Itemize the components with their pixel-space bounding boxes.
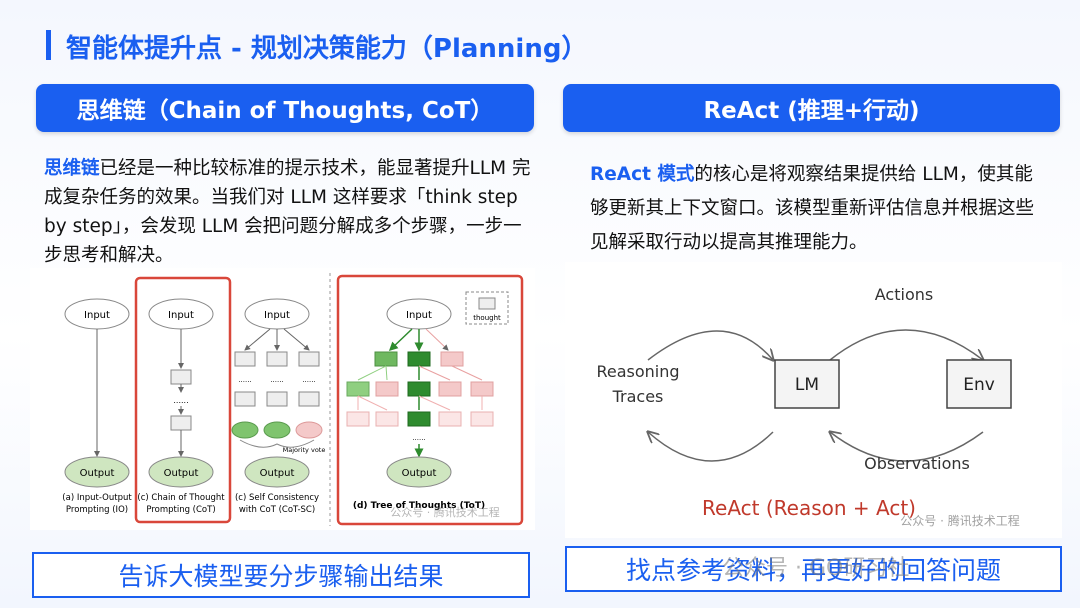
tot-l3-b xyxy=(375,411,399,427)
react-caption: ReAct (Reason + Act) xyxy=(702,496,916,520)
tot-l2-b xyxy=(375,381,399,397)
tot-arrow-1 xyxy=(388,328,413,352)
cot-footer-box: 告诉大模型要分步骤输出结果 xyxy=(32,552,530,598)
page-title: 智能体提升点 - 规划决策能力（Planning） xyxy=(66,34,588,64)
sc-thought-c1 xyxy=(298,351,320,367)
sc-answer-c xyxy=(295,421,323,439)
tot-arrow-8 xyxy=(451,365,483,381)
react-description: ReAct 模式的核心是将观察结果提供给 LLM，使其能够更新其上下文窗口。该模… xyxy=(590,158,1050,260)
sc-dots-a: ...... xyxy=(238,376,251,384)
cot-desc-text: 已经是一种比较标准的提示技术，能显著提升LLM 完成复杂任务的效果。当我们对 L… xyxy=(44,158,531,266)
cot-red-frame xyxy=(134,276,232,524)
tot-input-label: Input xyxy=(406,310,432,321)
sc-thought-a2 xyxy=(234,391,256,407)
cot-highlight: 思维链 xyxy=(44,158,100,179)
react-traces-label: Traces xyxy=(612,387,664,406)
cot-figure-watermark: 公众号 · 腾讯技术工程 xyxy=(390,505,500,519)
sc-output-node xyxy=(244,456,310,488)
cot-caption-1: (c) Chain of Thought xyxy=(137,493,225,503)
react-action-arc xyxy=(829,329,983,360)
sc-arrow-l xyxy=(244,328,271,351)
tot-legend-box xyxy=(465,291,509,325)
tot-l1-b xyxy=(407,351,431,367)
sc-output-label: Output xyxy=(260,468,295,479)
react-lm-label: LM xyxy=(795,375,819,395)
io-caption-1: (a) Input-Output xyxy=(62,493,132,503)
tot-l2-d xyxy=(438,381,462,397)
react-env-label: Env xyxy=(963,375,995,395)
react-lm-box xyxy=(774,359,840,409)
tot-output-label: Output xyxy=(402,468,437,479)
sc-dots-b: ...... xyxy=(270,376,283,384)
tot-legend-label: thought xyxy=(473,314,501,322)
cot-output-label: Output xyxy=(164,468,199,479)
cot-description: 思维链已经是一种比较标准的提示技术，能显著提升LLM 完成复杂任务的效果。当我们… xyxy=(44,154,532,270)
cot-thought-1 xyxy=(170,369,192,385)
tot-caption: (d) Tree of Thoughts (ToT) xyxy=(353,501,485,511)
tot-l3-e xyxy=(470,411,494,427)
sc-arrow-r xyxy=(283,328,310,351)
sc-caption-1: (c) Self Consistency xyxy=(235,493,319,503)
sc-thought-a1 xyxy=(234,351,256,367)
tot-arrow-10 xyxy=(357,395,388,411)
tot-l3-d xyxy=(438,411,462,427)
react-reasoning-label: Reasoning xyxy=(596,362,679,381)
tot-arrow-5 xyxy=(385,365,388,381)
footer-watermark: 公众号 · GO研习社 xyxy=(722,556,910,581)
react-highlight: ReAct 模式 xyxy=(590,164,695,185)
react-header: ReAct (推理+行动) xyxy=(563,84,1060,132)
tot-l1-a xyxy=(374,351,398,367)
io-output-node xyxy=(64,456,130,488)
cot-input-label: Input xyxy=(168,310,194,321)
cot-header: 思维链（Chain of Thoughts, CoT） xyxy=(36,84,534,132)
tot-arrow-12 xyxy=(418,395,451,411)
tot-red-frame xyxy=(336,274,524,526)
cot-output-node xyxy=(148,456,214,488)
tot-l3-a xyxy=(346,411,370,427)
react-observation-arc xyxy=(830,432,984,462)
cot-thought-2 xyxy=(170,415,192,431)
tot-l1-c xyxy=(440,351,464,367)
tot-arrow-4 xyxy=(357,365,387,381)
tot-output-node xyxy=(386,456,452,488)
io-output-label: Output xyxy=(80,468,115,479)
tot-l2-c xyxy=(407,381,431,397)
title-accent-bar xyxy=(46,30,51,60)
tot-l2-a xyxy=(346,381,370,397)
sc-input-label: Input xyxy=(264,310,290,321)
cot-caption-2: Prompting (CoT) xyxy=(146,505,215,515)
tot-l3-c xyxy=(407,411,431,427)
io-input-label: Input xyxy=(84,310,110,321)
tot-l2-e xyxy=(470,381,494,397)
react-footer-box: 找点参考资料，再更好的回答问题 xyxy=(565,546,1062,592)
cot-figure: Input Output (a) Input-Output Prompting … xyxy=(30,268,535,530)
react-figure-watermark: 公众号 · 腾讯技术工程 xyxy=(900,513,1019,528)
react-desc-text: 的核心是将观察结果提供给 LLM，使其能够更新其上下文窗口。该模型重新评估信息并… xyxy=(590,164,1035,253)
react-actions-label: Actions xyxy=(875,285,933,304)
react-observations-label: Observations xyxy=(864,454,970,473)
sc-thought-b1 xyxy=(266,351,288,367)
sc-answer-a xyxy=(231,421,259,439)
react-figure: Actions Reasoning Traces LM Env Observat… xyxy=(565,262,1062,538)
sc-majority-label: Majority vote xyxy=(283,446,326,454)
react-reason-arc-bottom xyxy=(648,432,774,462)
tot-legend-thought xyxy=(478,297,496,310)
sc-caption-2: with CoT (CoT-SC) xyxy=(239,505,315,515)
cot-diagram: Input Output (a) Input-Output Prompting … xyxy=(62,273,524,526)
sc-dots-c: ...... xyxy=(302,376,315,384)
sc-thought-c2 xyxy=(298,391,320,407)
sc-thought-b2 xyxy=(266,391,288,407)
tot-arrow-3 xyxy=(425,328,449,351)
tot-arrow-7 xyxy=(418,365,451,381)
sc-answer-b xyxy=(263,421,291,439)
react-reason-arc-top xyxy=(647,330,773,360)
cot-dots: ...... xyxy=(173,396,188,405)
sc-vote-brace xyxy=(239,439,315,448)
io-caption-2: Prompting (IO) xyxy=(66,505,128,515)
react-diagram: Actions Reasoning Traces LM Env Observat… xyxy=(596,285,1019,528)
react-env-box xyxy=(946,359,1012,409)
tot-dots: ...... xyxy=(412,434,425,442)
